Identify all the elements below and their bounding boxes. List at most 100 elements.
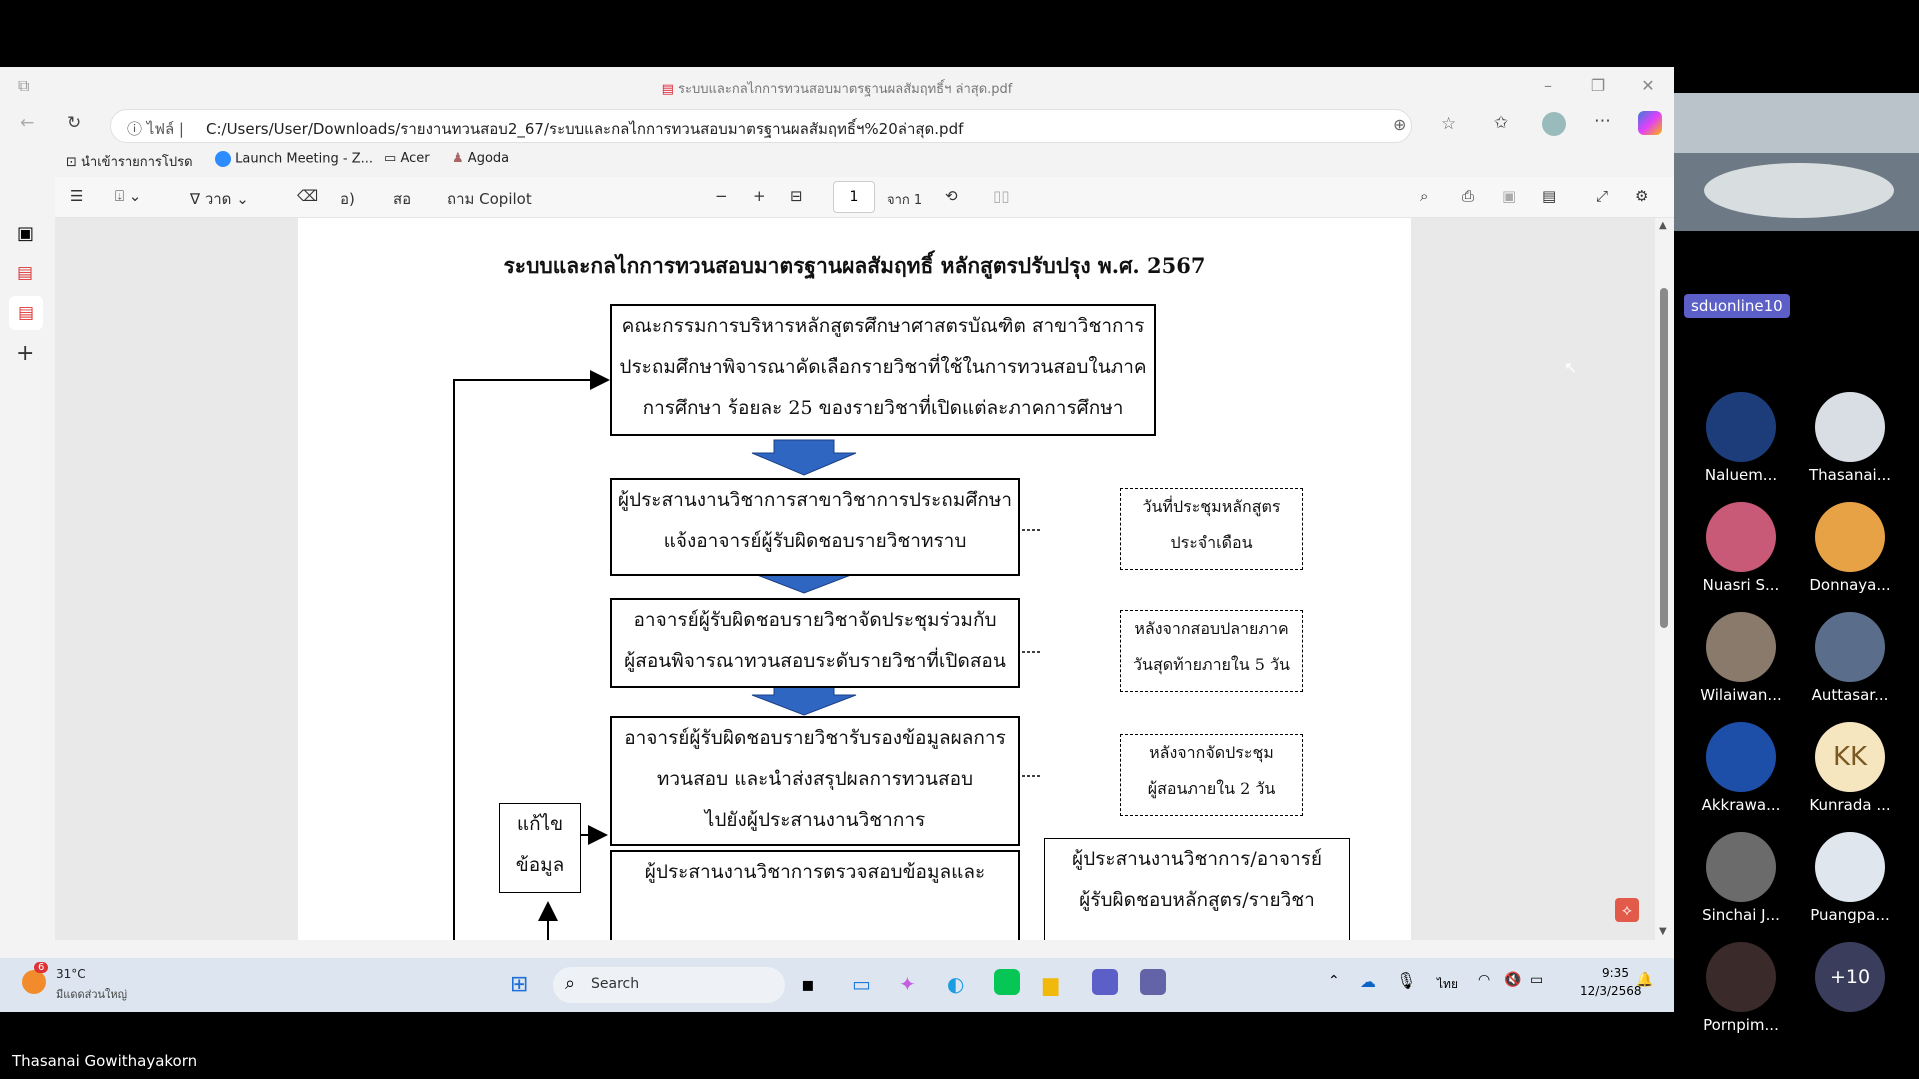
mic-muted-icon[interactable]: 🎙 [1396,971,1417,990]
scrollbar-thumb[interactable] [1660,288,1668,628]
import-icon: ⊡ [66,155,77,170]
participant-tile[interactable]: Naluem... [1686,392,1796,484]
participant-name: Puangpa... [1810,906,1890,924]
participant-tile[interactable]: Akkrawa... [1686,722,1796,814]
room-wall [1674,93,1919,153]
favorites-bar: ⊡ นำเข้ารายการโปรด Launch Meeting - Z...… [0,145,1674,177]
eraser-icon[interactable]: ⌫ [297,187,319,205]
copilot-taskbar-icon[interactable]: ✦ [899,972,916,996]
mouse-cursor: ↖ [1564,358,1578,377]
notifications-icon[interactable]: 🔔 [1636,972,1654,988]
pdf-tab-active-icon[interactable]: ▤ [9,296,43,330]
pdf-scrollbar[interactable]: ▲ ▼ [1655,218,1674,940]
wifi-icon[interactable]: ◠ [1478,972,1491,988]
pdf-tab-icon[interactable]: ▤ [17,263,34,283]
workspaces-icon[interactable]: ⧉ [18,76,30,95]
pdf-viewer: ระบบและกลไกการทวนสอบมาตรฐานผลสัมฤทธิ์ หล… [55,218,1655,940]
rotate-icon[interactable]: ⟲ [945,187,958,205]
search-icon: ⌕ [565,973,576,994]
save-as-icon[interactable]: ▤ [1542,187,1557,205]
close-button[interactable]: ✕ [1641,76,1655,95]
weather-icon[interactable] [22,970,46,994]
page-view-icon[interactable]: ▯▯ [993,187,1010,205]
translate-button[interactable]: สอ [393,190,412,208]
participant-name-badge: sduonline10 [1684,294,1790,318]
draw-button[interactable]: ∇ วาด ⌄ [190,190,249,208]
participant-tile[interactable]: Auttasar... [1795,612,1905,704]
fullscreen-icon[interactable]: ⤢ [1596,187,1609,205]
file-explorer-icon[interactable]: ▆ [1043,972,1059,996]
clock-time[interactable]: 9:35 [1602,966,1629,980]
participant-tile[interactable]: Thasanai... [1795,392,1905,484]
favorite-star-icon[interactable]: ☆ [1441,114,1457,134]
more-icon[interactable]: ⋯ [1594,111,1611,131]
new-tab-icon[interactable]: + [16,341,35,366]
avatar [1706,942,1776,1012]
desktop-icon[interactable]: ▭ [852,972,871,996]
zoom-in-icon[interactable]: + [753,187,766,205]
task-view-icon[interactable]: ▪ [801,972,815,996]
battery-icon[interactable]: ▭ [1530,972,1544,988]
fit-page-icon[interactable]: ⊟ [790,187,803,205]
participant-tile[interactable]: Puangpa... [1795,832,1905,924]
teams-classic-icon[interactable] [1140,969,1166,995]
search-icon[interactable]: ⌕ [1420,187,1429,205]
participant-tile[interactable]: Nuasri S... [1686,502,1796,594]
taskbar-search[interactable]: ⌕ Search [553,967,785,1003]
page-number-input[interactable]: 1 [833,181,875,213]
contents-icon[interactable]: ☰ [70,187,84,205]
participant-name: Thasanai... [1808,466,1892,484]
participant-tile[interactable]: Sinchai J... [1686,832,1796,924]
save-icon[interactable]: ▣ [1502,187,1517,205]
weather-desc: มีแดดส่วนใหญ่ [56,988,128,1001]
copilot-icon[interactable] [1638,111,1662,135]
shared-screen: ⧉ ▤ ระบบและกลไกการทวนสอบมาตรฐานผลสัมฤทธิ… [0,67,1674,1012]
start-icon[interactable]: ⊞ [510,972,529,997]
back-icon[interactable]: ← [20,113,35,133]
more-participants-button[interactable]: +10 [1795,942,1905,1012]
acrobat-icon[interactable]: ⟡ [1615,898,1639,922]
ask-copilot-button[interactable]: ถาม Copilot [447,190,532,208]
profile-avatar[interactable] [1542,112,1566,136]
info-icon[interactable]: ⓘ ไฟล์ | [127,120,184,138]
zoom-icon[interactable]: ⊕ [1393,115,1407,134]
participant-tile[interactable]: KK Kunrada ... [1795,722,1905,814]
flow-box-fix-data: แก้ไขข้อมูล [499,803,581,893]
language-indicator[interactable]: ไทย [1437,977,1458,991]
tray-chevron-icon[interactable]: ⌃ [1328,973,1340,989]
avatar-initials: KK [1815,722,1885,792]
avatar [1706,502,1776,572]
onedrive-icon[interactable]: ☁ [1360,972,1376,991]
clock-date[interactable]: 12/3/2568 [1580,984,1642,998]
refresh-icon[interactable]: ↻ [67,113,82,133]
scroll-down-icon[interactable]: ▼ [1659,926,1667,937]
folder-icon: ▭ [384,151,397,166]
avatar [1815,612,1885,682]
favorite-acer[interactable]: ▭ Acer [384,151,430,166]
page-total: จาก 1 [887,193,923,208]
tab-actions-icon[interactable]: ▣ [17,223,35,244]
favorite-agoda[interactable]: ♟ Agoda [452,151,510,166]
participant-tile[interactable]: Donnaya... [1795,502,1905,594]
settings-icon[interactable]: ⚙ [1635,187,1649,205]
line-icon[interactable] [994,969,1020,995]
favorite-zoom[interactable]: Launch Meeting - Z... [215,151,373,167]
print-icon[interactable]: ⎙ [1462,187,1475,205]
restore-button[interactable]: ❐ [1590,76,1606,95]
zoom-out-icon[interactable]: − [715,187,728,205]
volume-muted-icon[interactable]: 🔇 [1504,972,1522,988]
minimize-button[interactable]: – [1544,76,1552,95]
read-aloud-button[interactable]: อ) [340,190,355,208]
address-bar[interactable]: ⓘ ไฟล์ | C:/Users/User/Downloads/รายงานท… [110,109,1456,143]
draw-icon: ∇ [190,190,201,208]
scroll-up-icon[interactable]: ▲ [1659,220,1667,231]
windows-taskbar: 6 31°C มีแดดส่วนใหญ่ ⊞ ⌕ Search ▪ ▭ ✦ ◐ … [0,958,1674,1012]
participant-tile[interactable]: Pornpim... [1686,942,1796,1034]
participant-tile[interactable]: Wilaiwan... [1686,612,1796,704]
highlight-icon[interactable]: ⍗ ⌄ [115,187,142,205]
edge-icon[interactable]: ◐ [947,972,965,996]
teams-icon[interactable] [1092,969,1118,995]
browser-title-bar: ⧉ ▤ ระบบและกลไกการทวนสอบมาตรฐานผลสัมฤทธิ… [0,67,1674,105]
favorite-import[interactable]: ⊡ นำเข้ารายการโปรด [66,155,193,170]
favorites-icon[interactable]: ✩ [1494,113,1509,133]
